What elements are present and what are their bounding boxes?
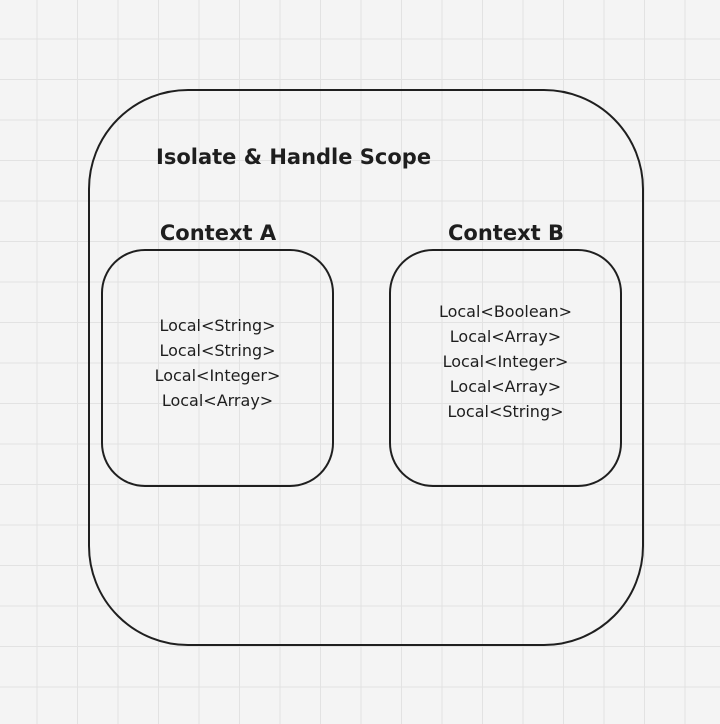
list-item: Local<String> xyxy=(159,341,276,360)
list-item: Local<Integer> xyxy=(154,366,281,385)
list-item: Local<Array> xyxy=(449,326,562,346)
list-item: Local<Integer> xyxy=(442,351,569,371)
list-item: Local<Array> xyxy=(449,376,562,396)
isolate-title: Isolate & Handle Scope xyxy=(156,145,432,169)
context-a-item-list: Local<String> Local<String> Local<Intege… xyxy=(155,313,281,413)
context-b-box: Local<Boolean> Local<Array> Local<Intege… xyxy=(389,249,622,487)
isolate-container xyxy=(88,89,644,646)
list-item: Local<Boolean> xyxy=(438,301,573,321)
list-item: Local<String> xyxy=(447,401,564,421)
context-a-box: Local<String> Local<String> Local<Intege… xyxy=(101,249,334,487)
context-b-label: Context B xyxy=(448,221,564,245)
list-item: Local<Array> xyxy=(161,391,274,410)
context-b-item-list: Local<Boolean> Local<Array> Local<Intege… xyxy=(439,299,572,424)
list-item: Local<String> xyxy=(159,316,276,335)
context-a-label: Context A xyxy=(159,221,277,245)
